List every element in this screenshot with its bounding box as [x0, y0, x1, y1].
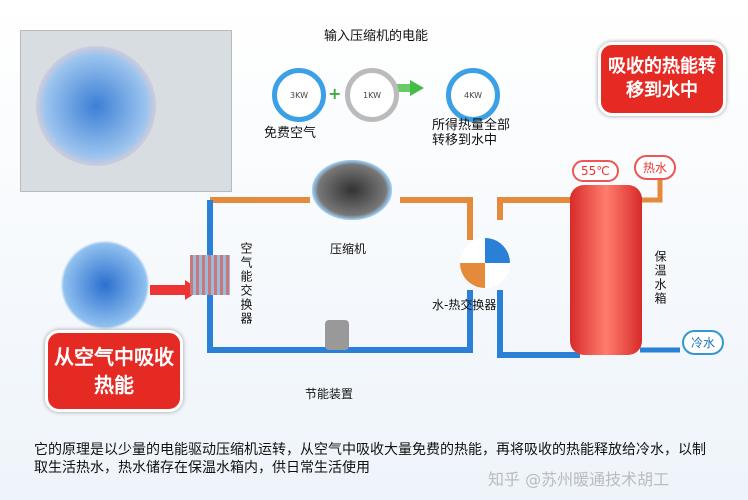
absorb-heat-bubble: 从空气中吸收热能	[45, 330, 183, 412]
cold-water-badge: 冷水	[682, 330, 725, 355]
transfer-heat-bubble: 吸收的热能转移到水中	[598, 42, 726, 116]
tank-label: 保温水箱	[653, 250, 667, 306]
fan-icon	[36, 46, 156, 166]
gauge-free-air: 3KW	[272, 68, 326, 122]
gauge-total: 4KW	[446, 68, 500, 122]
plus-sign: +	[328, 84, 342, 103]
temperature-badge: 55℃	[572, 160, 619, 182]
input-power-label: 输入压缩机的电能	[324, 29, 429, 44]
water-exchanger-label: 水-热交换器	[432, 298, 497, 312]
hot-water-badge: 热水	[634, 155, 677, 180]
air-exchanger-icon	[190, 255, 230, 295]
compressor-icon	[312, 160, 392, 220]
free-air-label: 免费空气	[264, 126, 317, 141]
valve-icon	[325, 320, 349, 350]
watermark: 知乎 @苏州暖通技术胡工	[488, 470, 670, 489]
gauge-power: 1KW	[345, 68, 399, 122]
compressor-label: 压缩机	[330, 242, 367, 256]
caption: 它的原理是以少量的电能驱动压缩机运转，从空气中吸收大量免费的热能，再将吸收的热能…	[34, 442, 706, 476]
water-exchanger-icon	[460, 238, 510, 288]
fan-blade-icon	[60, 240, 150, 330]
result-label: 所得热量全部转移到水中	[432, 118, 511, 148]
air-exchanger-label: 空气能交换器	[239, 242, 253, 326]
valve-label: 节能装置	[305, 387, 354, 401]
outdoor-unit	[20, 30, 232, 192]
water-tank	[570, 185, 642, 355]
